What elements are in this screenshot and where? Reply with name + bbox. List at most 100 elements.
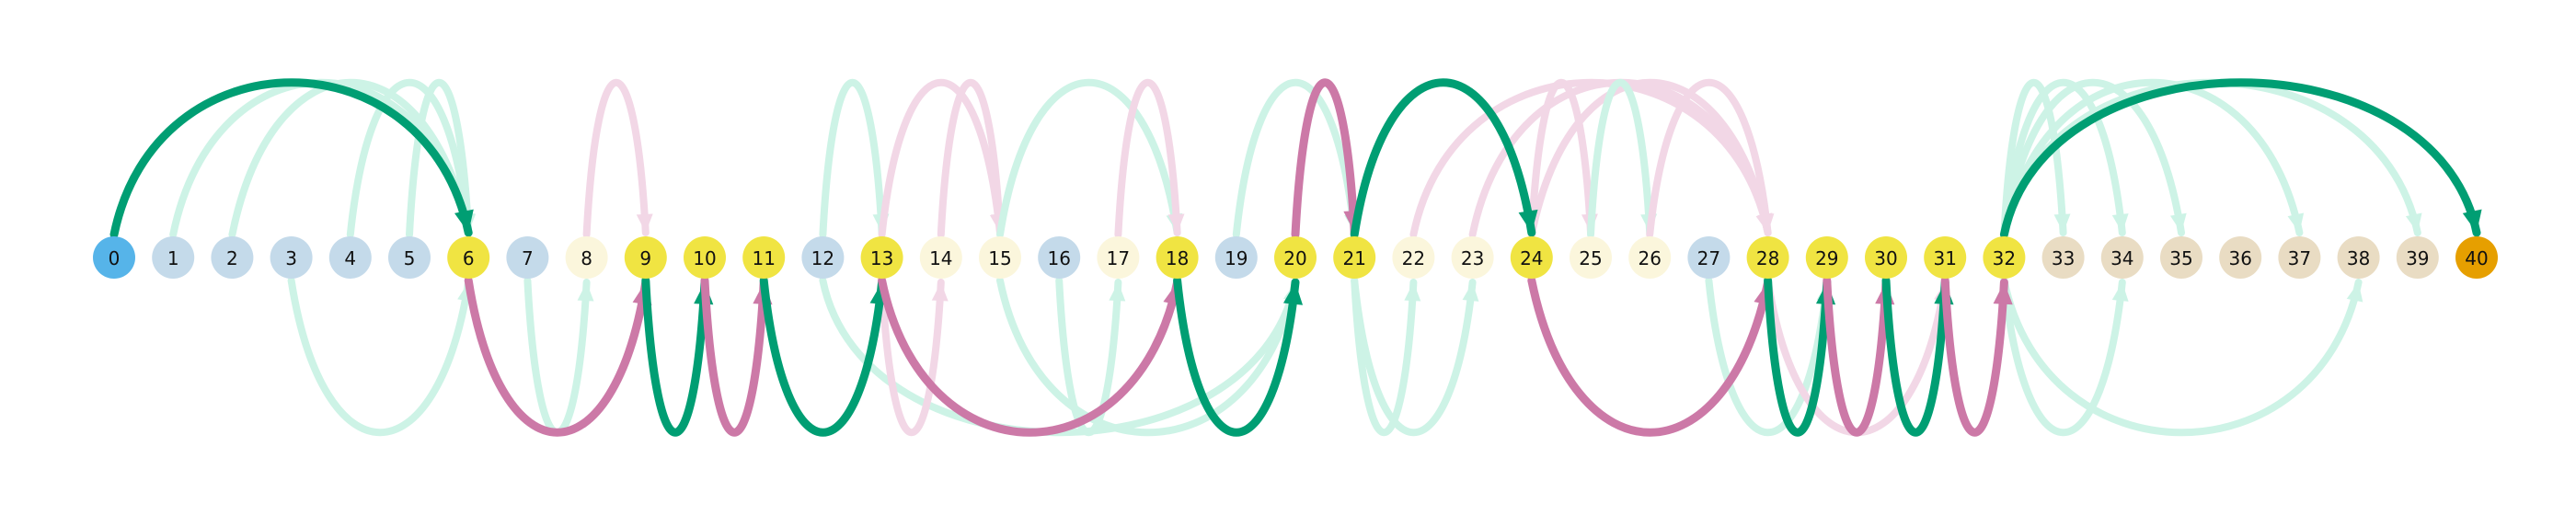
node-7: 7 — [506, 236, 549, 279]
edge-29-30 — [1823, 276, 1891, 437]
edge-32-37 — [2000, 78, 2304, 238]
edge-12-13 — [819, 78, 886, 238]
node-label: 27 — [1697, 247, 1720, 269]
edge-arrowhead — [1404, 282, 1421, 302]
edge-19-21 — [1232, 79, 1359, 238]
edge-3-6 — [287, 277, 473, 437]
edge-arrowhead — [2346, 282, 2363, 303]
node-35: 35 — [2160, 236, 2202, 279]
node-circle — [1510, 236, 1553, 279]
node-circle — [1687, 236, 1731, 279]
node-19: 19 — [1214, 236, 1258, 279]
edge-17-18 — [1114, 78, 1181, 238]
node-circle — [684, 236, 726, 279]
node-label: 1 — [167, 247, 179, 269]
node-circle — [2455, 236, 2498, 279]
node-label: 35 — [2169, 247, 2192, 269]
node-circle — [2278, 236, 2321, 279]
node-circle — [1097, 236, 1140, 279]
node-label: 30 — [1874, 247, 1897, 269]
edge-arrowhead — [2111, 213, 2129, 233]
edge-13-15 — [878, 79, 1004, 238]
node-1: 1 — [152, 236, 195, 279]
edge-arrowhead — [1757, 213, 1775, 233]
node-label: 38 — [2347, 247, 2370, 269]
edge-2-6 — [228, 78, 473, 238]
node-circle — [270, 236, 313, 279]
edge-27-29 — [1705, 277, 1831, 436]
node-27: 27 — [1687, 236, 1731, 279]
edge-arrowhead — [2287, 212, 2305, 233]
node-15: 15 — [979, 236, 1021, 279]
node-6: 6 — [447, 236, 490, 279]
node-label: 4 — [344, 247, 356, 269]
node-circle — [1924, 236, 1967, 279]
edge-arrowhead — [1167, 213, 1185, 233]
node-label: 29 — [1815, 247, 1838, 269]
edge-13-18 — [878, 276, 1182, 437]
node-31: 31 — [1924, 236, 1967, 279]
node-label: 22 — [1402, 247, 1425, 269]
edge-13-14 — [878, 277, 945, 437]
edge-20-21 — [1291, 78, 1359, 239]
node-label: 39 — [2406, 247, 2429, 269]
edge-arrowhead — [1282, 282, 1304, 305]
edge-arrowhead — [2111, 282, 2129, 302]
node-label: 10 — [693, 247, 716, 269]
node-label: 6 — [463, 247, 475, 269]
edge-arrowhead — [454, 209, 474, 233]
node-10: 10 — [684, 236, 726, 279]
node-22: 22 — [1392, 236, 1435, 279]
edge-arrowhead — [1993, 282, 2013, 305]
node-17: 17 — [1097, 236, 1140, 279]
edge-32-34 — [2000, 277, 2126, 436]
node-label: 3 — [285, 247, 297, 269]
node-circle — [1865, 236, 1907, 279]
node-circle — [2100, 236, 2144, 279]
node-5: 5 — [388, 236, 431, 279]
node-circle — [624, 236, 667, 279]
node-4: 4 — [328, 236, 372, 279]
edge-26-28 — [1646, 79, 1772, 238]
node-circle — [860, 236, 903, 279]
faint-edges — [169, 78, 2422, 437]
edge-arrowhead — [931, 282, 949, 302]
node-circle — [1156, 236, 1199, 279]
node-9: 9 — [624, 236, 667, 279]
edge-21-23 — [1351, 277, 1477, 436]
node-circle — [1214, 236, 1258, 279]
node-label: 19 — [1225, 247, 1248, 269]
node-circle — [506, 236, 549, 279]
node-circle — [1570, 236, 1612, 279]
node-12: 12 — [801, 236, 845, 279]
node-label: 40 — [2465, 247, 2488, 269]
node-label: 32 — [1993, 247, 2016, 269]
node-14: 14 — [919, 236, 962, 279]
node-label: 23 — [1461, 247, 1484, 269]
edge-14-15 — [937, 78, 1004, 238]
node-label: 31 — [1933, 247, 1956, 269]
edge-0-6 — [109, 78, 473, 239]
edge-28-29 — [1764, 276, 1832, 437]
node-circle — [1274, 236, 1317, 279]
edge-arrowhead — [1109, 282, 1126, 302]
node-label: 14 — [929, 247, 952, 269]
edge-10-11 — [700, 276, 768, 437]
edge-32-35 — [2000, 78, 2185, 238]
node-circle — [1805, 236, 1848, 279]
node-circle — [1392, 236, 1435, 279]
node-8: 8 — [565, 236, 608, 279]
edge-11-13 — [759, 276, 887, 437]
node-20: 20 — [1274, 236, 1317, 279]
node-33: 33 — [2041, 236, 2085, 279]
edge-32-34 — [2000, 79, 2126, 238]
node-circle — [565, 236, 608, 279]
edge-arrowhead — [1518, 209, 1538, 233]
node-label: 28 — [1756, 247, 1779, 269]
node-circle — [1451, 236, 1494, 279]
node-29: 29 — [1805, 236, 1848, 279]
node-circle — [1333, 236, 1376, 279]
node-circle — [211, 236, 254, 279]
